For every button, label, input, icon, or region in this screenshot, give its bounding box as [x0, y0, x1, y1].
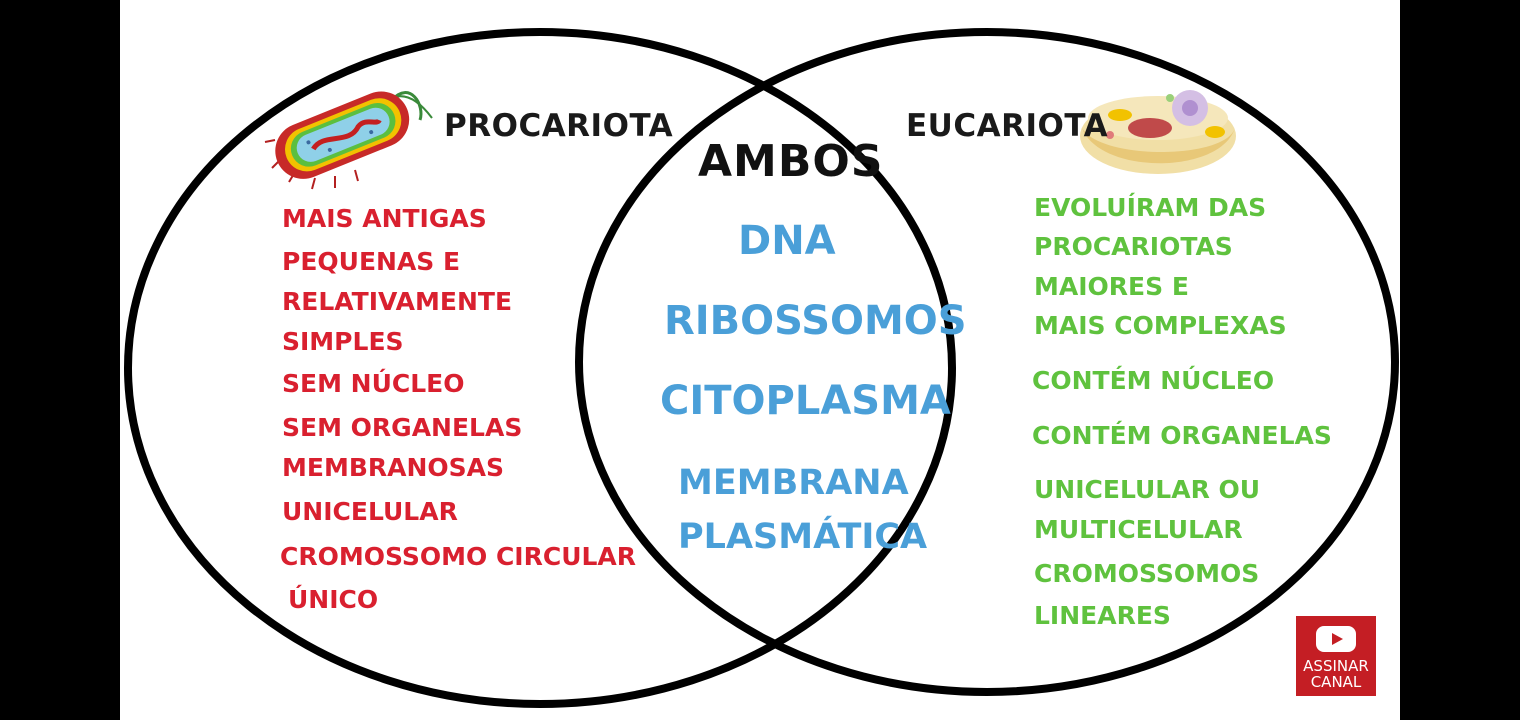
eucariota-item: CONTÉM ORGANELAS: [1032, 421, 1332, 450]
bacterium-icon: [264, 91, 433, 190]
eucariota-item: UNICELULAR OU: [1034, 475, 1261, 504]
eucariota-item: CROMOSSOMOS: [1034, 559, 1260, 588]
ambos-item: DNA: [738, 218, 836, 264]
eucariota-title: EUCARIOTA: [906, 108, 1109, 144]
eucariota-item: PROCARIOTAS: [1034, 232, 1233, 261]
procariota-item: SIMPLES: [282, 327, 404, 356]
procariota-item: UNICELULAR: [282, 497, 458, 526]
letterbox-left: [0, 0, 120, 720]
letterbox-right: [1400, 0, 1520, 720]
procariota-item: MEMBRANOSAS: [282, 453, 505, 482]
eucariota-item: MAIORES E: [1034, 272, 1189, 301]
venn-diagram: PROCARIOTA AMBOS EUCARIOTA MAIS ANTIGAS …: [120, 0, 1400, 720]
eucariota-item: MULTICELULAR: [1034, 515, 1243, 544]
procariota-circle: [124, 28, 956, 708]
subscribe-button[interactable]: ASSINAR CANAL: [1296, 616, 1376, 696]
eucariota-item: CONTÉM NÚCLEO: [1032, 366, 1275, 395]
subscribe-label-1: ASSINAR: [1303, 657, 1369, 675]
ambos-item: PLASMÁTICA: [678, 517, 928, 557]
procariota-item: MAIS ANTIGAS: [282, 204, 487, 233]
procariota-item: SEM NÚCLEO: [282, 369, 465, 398]
eucariota-item: EVOLUÍRAM DAS: [1034, 193, 1267, 222]
procariota-title: PROCARIOTA: [444, 108, 674, 144]
procariota-item: RELATIVAMENTE: [282, 287, 513, 316]
ambos-item: MEMBRANA: [678, 463, 909, 503]
youtube-icon: [1316, 626, 1356, 652]
eucariota-item: LINEARES: [1034, 601, 1171, 630]
procariota-item: PEQUENAS E: [282, 247, 461, 276]
eucariota-item: MAIS COMPLEXAS: [1034, 311, 1287, 340]
eucariota-circle: [575, 28, 1399, 696]
ambos-item: RIBOSSOMOS: [664, 298, 967, 344]
procariota-item: ÚNICO: [288, 585, 379, 614]
ambos-title: AMBOS: [698, 136, 884, 187]
procariota-item: CROMOSSOMO CIRCULAR: [280, 542, 637, 571]
animal-cell-icon: [1080, 90, 1236, 174]
procariota-item: SEM ORGANELAS: [282, 413, 523, 442]
ambos-item: CITOPLASMA: [660, 378, 951, 424]
venn-circles: [124, 28, 1399, 708]
subscribe-label-2: CANAL: [1310, 673, 1362, 691]
